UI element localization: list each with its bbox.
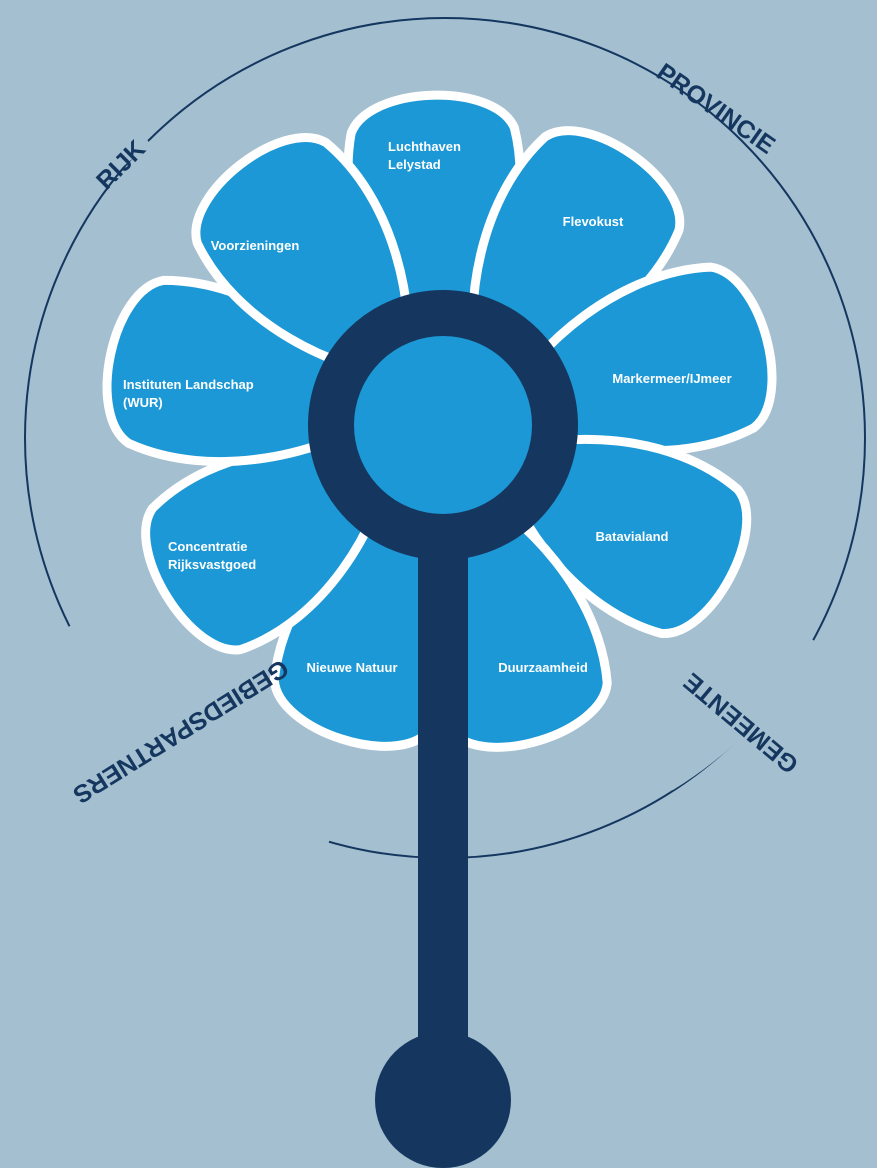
center-ring bbox=[308, 290, 578, 560]
petal-label-5: Duurzaamheid bbox=[498, 660, 588, 675]
ring-gaps bbox=[63, 42, 818, 843]
petal-label-9: Voorzieningen bbox=[211, 238, 300, 253]
petal-label-3: Markermeer/IJmeer bbox=[612, 371, 731, 386]
petal-label-4: Batavialand bbox=[596, 529, 669, 544]
ring-label-provincie: PROVINCIE bbox=[651, 58, 780, 160]
petal-label-8: Instituten Landschap(WUR) bbox=[123, 377, 254, 410]
petal-label-6: Nieuwe Natuur bbox=[306, 660, 397, 675]
petal-label-2: Flevokust bbox=[563, 214, 624, 229]
petal-9 bbox=[191, 133, 414, 383]
stem bbox=[375, 540, 511, 1168]
